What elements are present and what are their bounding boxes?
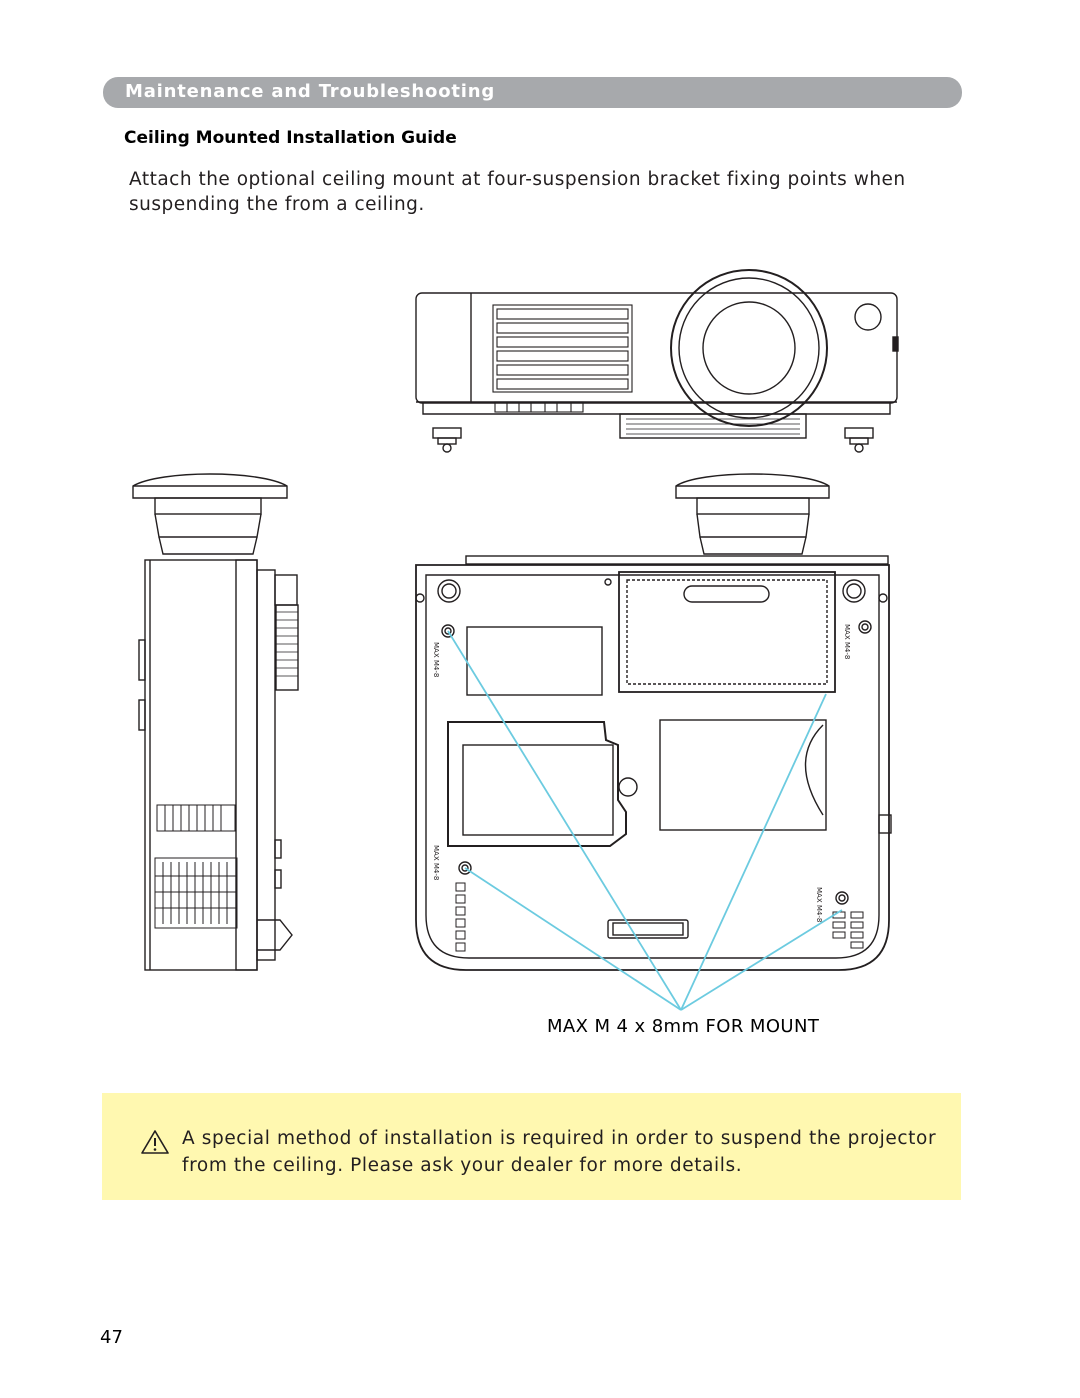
- caution-note: A special method of installation is requ…: [102, 1093, 961, 1200]
- vent-slots-left: [455, 882, 466, 952]
- intro-paragraph: Attach the optional ceiling mount at fou…: [129, 169, 906, 215]
- hole-label-1: MAX M4-8: [432, 642, 440, 677]
- leader-lines: [447, 630, 843, 1011]
- projector-diagram: MAX M4-8 MAX M4-8 MAX M4-8 MAX M4-8: [132, 269, 899, 1011]
- hole-label-2: MAX M4-8: [843, 624, 851, 659]
- projector-front-view: [415, 269, 899, 453]
- projector-bottom-view: MAX M4-8 MAX M4-8 MAX M4-8 MAX M4-8: [415, 473, 892, 971]
- figure-caption: MAX M 4 x 8mm FOR MOUNT: [547, 1016, 820, 1037]
- hole-label-3: MAX M4-8: [432, 845, 440, 880]
- projector-side-view: [132, 473, 299, 971]
- section-title: Maintenance and Troubleshooting: [125, 81, 496, 102]
- mount-holes: [441, 620, 872, 905]
- vent-slots-right: [832, 911, 864, 949]
- subheading: Ceiling Mounted Installation Guide: [124, 128, 457, 148]
- section-header-bar: Maintenance and Troubleshooting: [103, 77, 962, 108]
- warning-icon: [141, 1130, 169, 1154]
- page-number: 47: [100, 1327, 123, 1348]
- note-text: A special method of installation is requ…: [182, 1128, 937, 1176]
- hole-label-4: MAX M4-8: [815, 887, 823, 922]
